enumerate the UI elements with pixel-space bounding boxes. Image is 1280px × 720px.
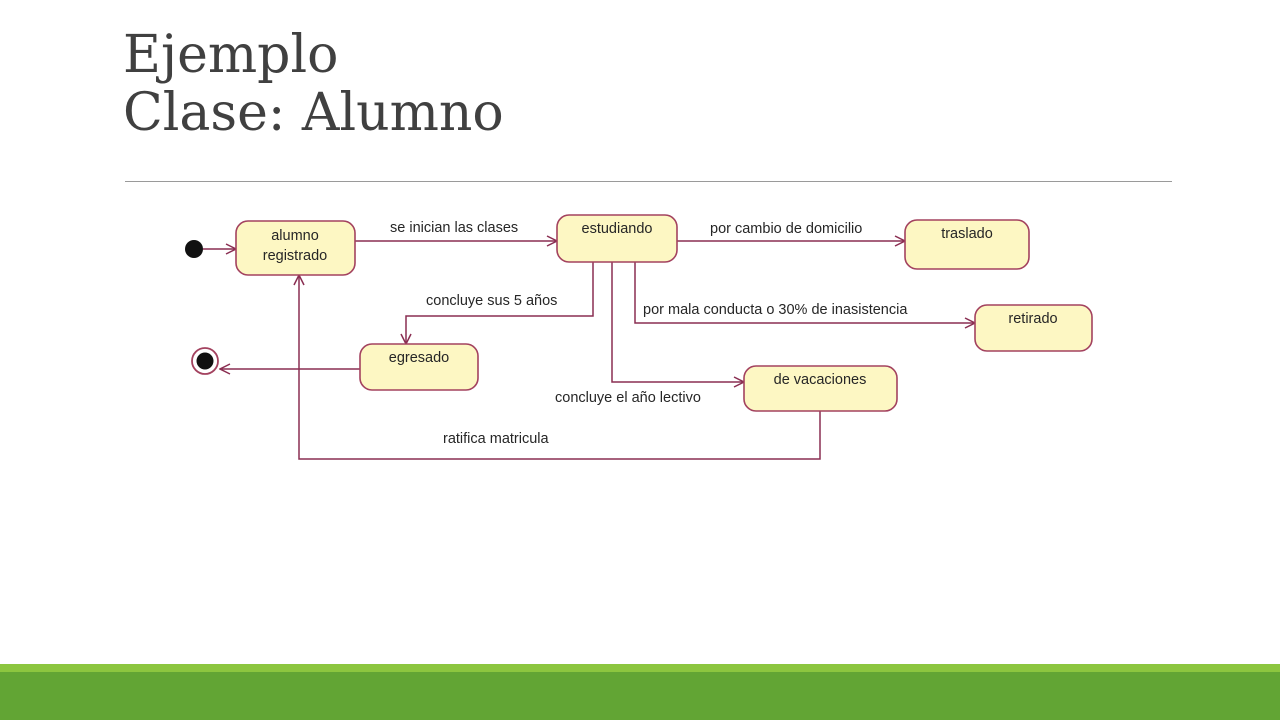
state-retirado: retirado <box>974 304 1093 352</box>
state-alumno-registrado: alumno registrado <box>235 220 356 276</box>
title-divider <box>125 181 1172 182</box>
state-estudiando-label: estudiando <box>582 221 653 237</box>
edge-vacaciones-to-registrado <box>299 275 821 460</box>
state-alumno-registrado-line-2: registrado <box>263 248 327 264</box>
state-de-vacaciones: de vacaciones <box>743 365 898 412</box>
final-state <box>191 347 219 375</box>
initial-state <box>185 240 203 258</box>
state-de-vacaciones-label: de vacaciones <box>774 372 867 388</box>
state-retirado-label: retirado <box>1008 311 1057 327</box>
edge-estudiando-to-egresado <box>406 262 594 344</box>
state-egresado: egresado <box>359 343 479 391</box>
edge-estudiando-to-vacaciones <box>611 262 744 382</box>
slide-title-line-2: Clase: Alumno <box>123 83 504 143</box>
slide-title-line-1: Ejemplo <box>123 25 339 85</box>
label-concluye-5-anos: concluye sus 5 años <box>426 293 557 309</box>
state-traslado: traslado <box>904 219 1030 270</box>
state-egresado-label: egresado <box>389 350 449 366</box>
label-ratifica-matricula: ratifica matricula <box>443 431 549 447</box>
state-estudiando: estudiando <box>556 214 678 263</box>
label-concluye-ano-lectivo: concluye el año lectivo <box>555 390 701 406</box>
footer-band <box>0 672 1280 720</box>
label-inicio-clases: se inician las clases <box>390 220 518 236</box>
slide-title: Ejemplo Clase: Alumno <box>123 26 504 142</box>
state-alumno-registrado-line-1: alumno <box>271 228 319 244</box>
label-cambio-domicilio: por cambio de domicilio <box>710 221 862 237</box>
edge-estudiando-to-retirado <box>634 262 975 323</box>
footer-accent-band <box>0 664 1280 672</box>
state-traslado-label: traslado <box>941 226 993 242</box>
label-mala-conducta: por mala conducta o 30% de inasistencia <box>643 302 908 318</box>
